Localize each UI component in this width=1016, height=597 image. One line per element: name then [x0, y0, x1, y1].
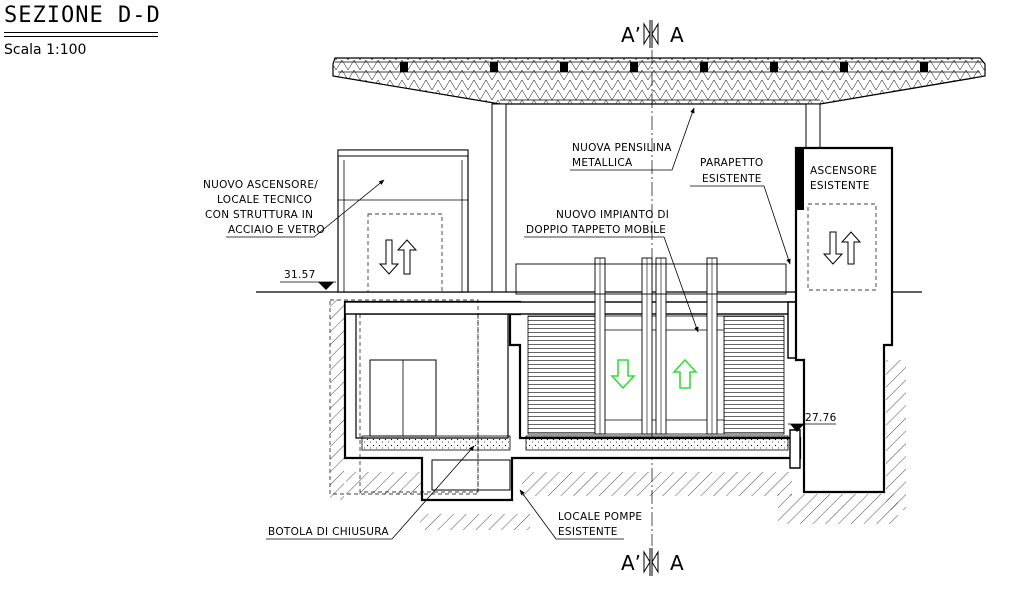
label-ascensore-nuovo-line1: NUOVO ASCENSORE/ — [203, 179, 318, 191]
canopy — [332, 57, 986, 293]
escalator-area — [515, 257, 787, 435]
label-ascensore-esistente-line1: ASCENSORE — [810, 165, 877, 177]
label-ascensore-nuovo: NUOVO ASCENSORE/ LOCALE TECNICO CON STRU… — [203, 179, 385, 238]
existing-elevator — [794, 146, 894, 494]
elevation-bottom-label: 27.76 — [805, 412, 837, 424]
section-title: SEZIONE D-D — [4, 3, 161, 28]
label-ascensore-esistente: ASCENSORE ESISTENTE — [810, 165, 877, 192]
label-ascensore-esistente-line2: ESISTENTE — [810, 180, 870, 192]
underground-structure — [329, 299, 802, 502]
label-botola-text: BOTOLA DI CHIUSURA — [268, 526, 389, 538]
scale-label: Scala 1:100 — [4, 42, 87, 58]
label-botola: BOTOLA DI CHIUSURA — [266, 445, 475, 540]
elevation-top-label: 31.57 — [284, 269, 316, 281]
label-pensilina: NUOVA PENSILINA METALLICA — [570, 107, 695, 171]
label-tappeto: NUOVO IMPIANTO DI DOPPIO TAPPETO MOBILE — [524, 209, 699, 333]
elevation-mark-bottom: 27.76 — [788, 412, 837, 432]
escalator-up-arrow — [672, 358, 698, 389]
new-elevator — [337, 149, 469, 293]
label-tappeto-line2: DOPPIO TAPPETO MOBILE — [526, 224, 666, 236]
label-pensilina-line1: NUOVA PENSILINA — [572, 142, 672, 154]
title-underline — [4, 32, 158, 33]
label-pensilina-line2: METALLICA — [572, 157, 633, 169]
label-parapetto: PARAPETTO ESISTENTE — [690, 157, 791, 265]
section-marker-bottom: A’ A — [621, 548, 684, 576]
label-locale-pompe-line2: ESISTENTE — [558, 526, 618, 538]
label-ascensore-nuovo-line2: LOCALE TECNICO — [217, 194, 312, 206]
section-marker-bottom-left: A’ — [621, 551, 641, 575]
section-marker-top: A’ A — [621, 20, 684, 48]
label-locale-pompe: LOCALE POMPE ESISTENTE — [519, 489, 642, 540]
label-ascensore-nuovo-line3: CON STRUTTURA IN — [205, 209, 313, 221]
soil — [330, 300, 906, 530]
section-marker-top-right: A — [670, 23, 684, 47]
section-marker-top-left: A’ — [621, 23, 641, 47]
label-parapetto-line1: PARAPETTO — [700, 157, 763, 169]
label-locale-pompe-line1: LOCALE POMPE — [558, 511, 642, 523]
title-underline-second — [4, 36, 158, 37]
label-parapetto-line2: ESISTENTE — [702, 173, 762, 185]
label-tappeto-line1: NUOVO IMPIANTO DI — [556, 209, 669, 221]
label-ascensore-nuovo-line4: ACCIAIO E VETRO — [228, 224, 325, 236]
elevation-mark-top: 31.57 — [280, 269, 336, 290]
escalator-down-arrow — [610, 359, 636, 390]
section-marker-bottom-right: A — [670, 551, 684, 575]
